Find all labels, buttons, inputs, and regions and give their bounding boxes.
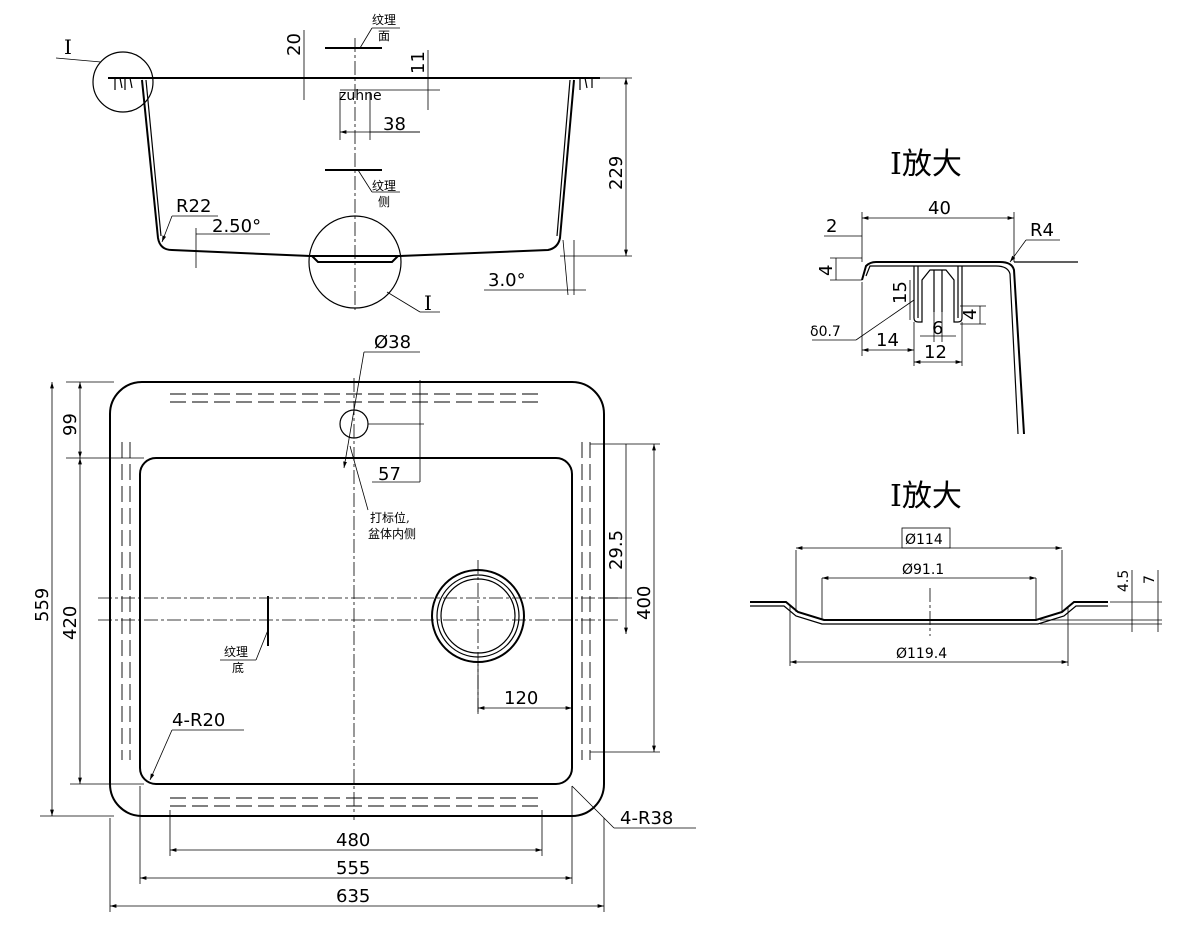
- note-texture-bottom-1: 纹理: [224, 645, 248, 659]
- dim-57: 57: [378, 464, 401, 485]
- dim-420: 420: [60, 606, 81, 640]
- dim-229: 229: [606, 156, 627, 190]
- dim-2: 2: [826, 216, 837, 237]
- note-mark-1: 打标位,: [370, 510, 410, 525]
- rib-slots-left: [121, 442, 131, 760]
- note-texture-side-1: 纹理: [372, 179, 396, 193]
- dim-d91-1: Ø91.1: [902, 562, 944, 578]
- detail-edge-title: I放大: [890, 147, 962, 182]
- dim-6: 6: [932, 318, 943, 339]
- plan-view: Ø38 57 打标位, 盆体内侧 纹理 底 120 4-R20: [32, 332, 696, 912]
- detail-edge: I放大 40 2 4 R4 15 4: [810, 147, 1078, 435]
- detail-label-top: I: [64, 35, 72, 59]
- dim-12: 12: [924, 342, 947, 363]
- dim-99: 99: [60, 413, 81, 436]
- dim-angle-side: 3.0°: [488, 270, 526, 291]
- rib-slots-top: [170, 393, 542, 403]
- side-view: I I 纹理 面 20 11 zuhne 38 纹理 侧: [55, 13, 632, 315]
- dim-4b: 4: [960, 309, 981, 320]
- note-texture-face-1: 纹理: [372, 13, 396, 27]
- detail-circle-top: [92, 51, 154, 113]
- dim-7: 7: [1142, 575, 1158, 584]
- note-texture-face-2: 面: [378, 29, 390, 43]
- dim-635: 635: [336, 886, 370, 907]
- dim-400: 400: [634, 586, 655, 620]
- dim-d114: Ø114: [905, 532, 943, 548]
- dim-r4: R4: [1030, 220, 1054, 241]
- rib-slots-bottom: [170, 797, 542, 807]
- note-texture-bottom-2: 底: [232, 660, 244, 675]
- dim-11: 11: [408, 51, 429, 74]
- detail-drain: I放大 Ø114 Ø91.1 Ø119.4 4.5 7: [750, 479, 1162, 666]
- dim-4a: 4: [816, 265, 837, 276]
- dim-angle-bottom: 2.50°: [212, 216, 261, 237]
- note-mark-2: 盆体内侧: [368, 527, 416, 541]
- rib-slots-right: [581, 442, 591, 760]
- dim-555: 555: [336, 858, 370, 879]
- dim-4r38: 4-R38: [620, 808, 673, 829]
- dim-thickness: δ0.7: [810, 324, 841, 340]
- dim-38: 38: [383, 114, 406, 135]
- dim-d38: Ø38: [374, 332, 411, 353]
- note-texture-side-2: 侧: [378, 195, 390, 209]
- dim-4-5: 4.5: [1116, 570, 1132, 592]
- detail-label-bottom: I: [424, 291, 432, 315]
- dim-r22: R22: [176, 196, 211, 217]
- note-zuhne: zuhne: [339, 88, 382, 104]
- sink-bowl-outline: [139, 457, 573, 785]
- dim-15: 15: [890, 281, 911, 304]
- dim-14: 14: [876, 330, 899, 351]
- dim-d119-4: Ø119.4: [896, 646, 947, 662]
- dim-29-5: 29.5: [606, 530, 627, 570]
- sink-outer-outline: [109, 381, 605, 817]
- dim-40: 40: [928, 198, 951, 219]
- dim-480: 480: [336, 830, 370, 851]
- dim-120: 120: [504, 688, 538, 709]
- dim-20: 20: [284, 33, 305, 56]
- dim-559: 559: [32, 588, 53, 622]
- detail-drain-title: I放大: [890, 479, 962, 514]
- dim-4r20: 4-R20: [172, 710, 225, 731]
